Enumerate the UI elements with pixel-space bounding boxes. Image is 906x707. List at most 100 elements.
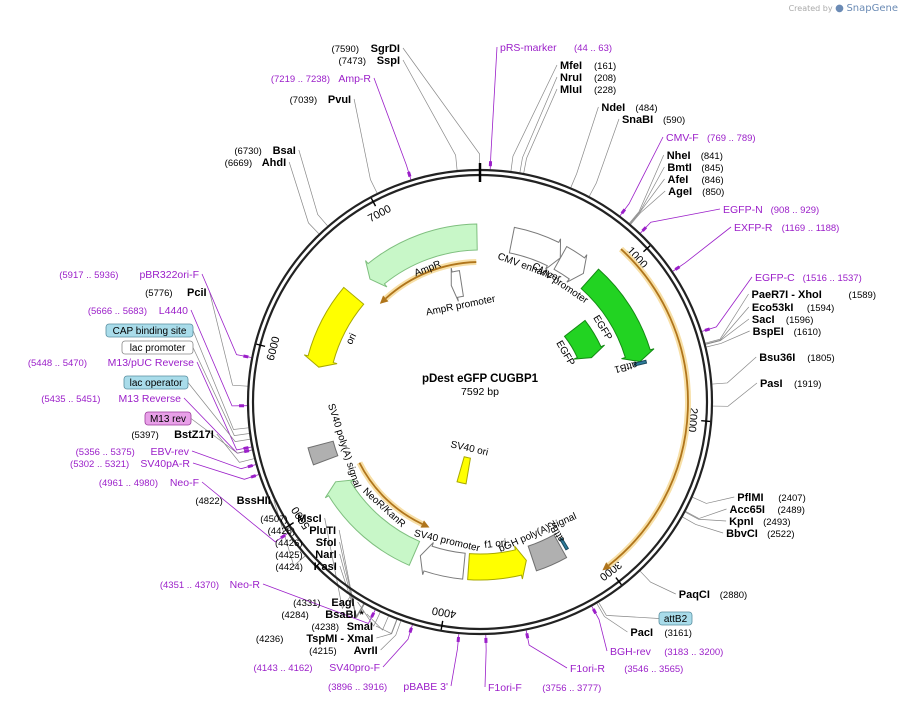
primer-name[interactable]: EGFP-N bbox=[723, 204, 763, 216]
leader-line bbox=[639, 570, 676, 595]
boxed-label-lac-operator[interactable] bbox=[123, 375, 189, 390]
site-position: (2493) bbox=[763, 517, 790, 528]
site-name[interactable]: PciI bbox=[187, 287, 207, 299]
site-name[interactable]: MfeI bbox=[560, 60, 582, 72]
site-name[interactable]: NarI bbox=[315, 549, 336, 561]
feature-neor-kanr[interactable] bbox=[324, 479, 421, 566]
feature-cmv-promoter[interactable] bbox=[553, 245, 588, 283]
primer-mark bbox=[243, 446, 249, 451]
boxed-label-m13-rev[interactable] bbox=[144, 411, 192, 426]
feature-attb1[interactable] bbox=[633, 359, 648, 367]
site-name[interactable]: BstZ17I bbox=[174, 429, 214, 441]
scale-tick-label: 6000 bbox=[265, 335, 283, 362]
site-name[interactable]: SspI bbox=[377, 55, 400, 67]
boxed-label-cap-binding-site[interactable] bbox=[105, 323, 194, 338]
primer-mark bbox=[620, 208, 627, 215]
site-position: (4236) bbox=[256, 634, 283, 645]
primer-name[interactable]: M13/pUC Reverse bbox=[108, 357, 195, 369]
primer-name[interactable]: Amp-R bbox=[338, 73, 371, 85]
site-name[interactable]: BsaBI * bbox=[325, 609, 364, 621]
orfs bbox=[356, 246, 691, 571]
feature-attb2[interactable] bbox=[559, 537, 570, 551]
primer-name[interactable]: SV40pro-F bbox=[329, 662, 380, 674]
primer-name[interactable]: SV40pA-R bbox=[140, 458, 190, 470]
site-name[interactable]: NheI bbox=[667, 150, 691, 162]
site-name[interactable]: Bsu36I bbox=[759, 352, 795, 364]
site-name[interactable]: PaqCI bbox=[679, 589, 710, 601]
feature-f1-ori[interactable] bbox=[467, 545, 527, 581]
leader-line bbox=[640, 208, 721, 234]
primer-name[interactable]: Neo-F bbox=[170, 477, 199, 489]
primer-name[interactable]: EBV-rev bbox=[150, 446, 189, 458]
leader-line bbox=[619, 136, 664, 217]
site-name[interactable]: NruI bbox=[560, 72, 582, 84]
site-position: (4238) bbox=[312, 622, 339, 633]
site-name[interactable]: MscI bbox=[297, 513, 321, 525]
site-name[interactable]: PaeR7I - XhoI bbox=[752, 289, 822, 301]
site-name[interactable]: PflMI bbox=[737, 492, 763, 504]
site-name[interactable]: BssHII bbox=[237, 495, 271, 507]
site-name[interactable]: SfoI bbox=[316, 537, 337, 549]
site-name[interactable]: EagI bbox=[331, 597, 354, 609]
feature-ampr[interactable] bbox=[365, 223, 478, 288]
boxed-label-text: M13 rev bbox=[150, 414, 186, 425]
site-position: (4215) bbox=[309, 646, 336, 657]
site-name[interactable]: Acc65I bbox=[730, 504, 765, 516]
leader-line bbox=[682, 516, 724, 534]
primer-name[interactable]: pBR322ori-F bbox=[139, 269, 199, 281]
primer-name[interactable]: EGFP-C bbox=[755, 272, 795, 284]
boxed-label-attb2[interactable] bbox=[658, 611, 693, 626]
primer-name[interactable]: L4440 bbox=[159, 305, 188, 317]
primer-name[interactable]: pBABE 3' bbox=[403, 681, 448, 693]
site-name[interactable]: BmtI bbox=[667, 162, 691, 174]
primer-name[interactable]: Neo-R bbox=[230, 579, 261, 591]
leader-line bbox=[705, 318, 750, 345]
site-name[interactable]: SgrDI bbox=[371, 43, 400, 55]
site-name[interactable]: TspMI - XmaI bbox=[306, 633, 373, 645]
feature-bgh-poly-a-signal[interactable] bbox=[527, 534, 568, 572]
site-name[interactable]: SnaBI bbox=[622, 114, 653, 126]
feature-label-attb1: attB1 bbox=[613, 358, 639, 374]
site-name[interactable]: PasI bbox=[760, 378, 783, 390]
feature-egfp[interactable] bbox=[580, 268, 655, 363]
leader-line bbox=[382, 624, 413, 668]
site-name[interactable]: BsaI bbox=[273, 145, 296, 157]
site-name[interactable]: MluI bbox=[560, 84, 582, 96]
feature-egfp[interactable] bbox=[563, 319, 605, 360]
primer-name[interactable]: M13 Reverse bbox=[119, 393, 182, 405]
boxed-label-lac-promoter[interactable] bbox=[121, 340, 194, 355]
site-name[interactable]: AgeI bbox=[668, 186, 692, 198]
site-name[interactable]: BspEI bbox=[753, 326, 784, 338]
site-name[interactable]: SacI bbox=[752, 314, 775, 326]
primer-name[interactable]: CMV-F bbox=[666, 132, 699, 144]
site-name[interactable]: KasI bbox=[314, 561, 337, 573]
site-name[interactable]: KpnI bbox=[729, 516, 753, 528]
site-name[interactable]: BbvCI bbox=[726, 528, 758, 540]
primer-name[interactable]: pRS-marker bbox=[500, 42, 557, 54]
site-name[interactable]: PacI bbox=[630, 627, 653, 639]
leader-line bbox=[588, 118, 620, 197]
site-name[interactable]: PluTI bbox=[309, 525, 336, 537]
feature-sv40-promoter[interactable] bbox=[419, 542, 466, 580]
feature-sv40-ori[interactable] bbox=[456, 456, 471, 485]
feature-sv40-poly-a-signal[interactable] bbox=[307, 440, 339, 466]
primer-name[interactable]: F1ori-R bbox=[570, 663, 605, 675]
primer-position: (5356 .. 5375) bbox=[76, 447, 135, 458]
site-name[interactable]: PvuI bbox=[328, 94, 351, 106]
site-position: (850) bbox=[702, 187, 724, 198]
site-name[interactable]: NdeI bbox=[601, 102, 625, 114]
primer-name[interactable]: EXFP-R bbox=[734, 222, 773, 234]
site-name[interactable]: SmaI bbox=[347, 621, 373, 633]
leader-line bbox=[324, 517, 351, 610]
boxed-label-text: attB2 bbox=[664, 614, 688, 625]
feature-ori[interactable] bbox=[303, 286, 365, 368]
primer-name[interactable]: F1ori-F bbox=[488, 682, 522, 694]
site-name[interactable]: Eco53kI bbox=[752, 302, 794, 314]
site-name[interactable]: AvrII bbox=[354, 645, 378, 657]
site-name[interactable]: AhdI bbox=[262, 157, 286, 169]
orf-line bbox=[385, 261, 477, 300]
site-name[interactable]: AfeI bbox=[668, 174, 689, 186]
feature-ampr-promoter[interactable] bbox=[450, 267, 464, 302]
primer-name[interactable]: BGH-rev bbox=[610, 646, 652, 658]
